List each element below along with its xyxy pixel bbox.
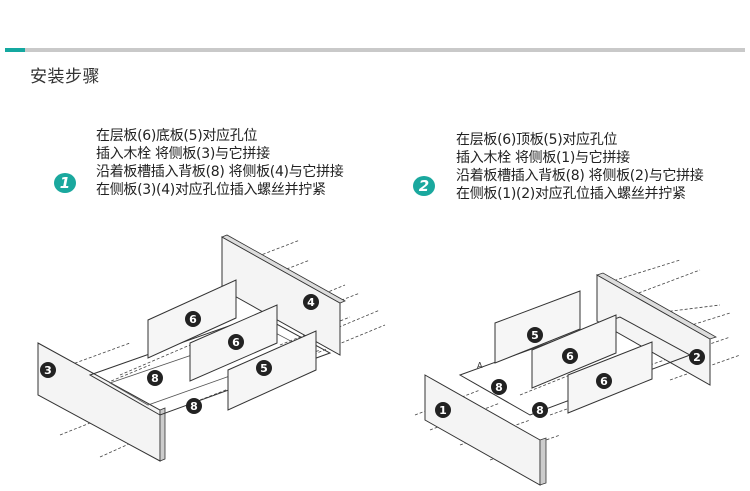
step-1-part-callout-3: 3 — [40, 362, 56, 378]
svg-text:5: 5 — [260, 362, 268, 375]
svg-text:2: 2 — [693, 351, 701, 364]
step-2-line-1: 在层板(6)顶板(5)对应孔位 — [456, 132, 618, 148]
step-2-part-callout-6b: 6 — [596, 373, 612, 389]
step-2-note-a: A — [477, 361, 483, 370]
step-2-part-callout-1: 1 — [435, 402, 451, 418]
step-1-part-callout-5: 5 — [256, 360, 272, 376]
step-1-badge: 1 — [53, 172, 76, 193]
step-2-part-callout-8b: 8 — [532, 402, 548, 418]
step-2-line-4: 在侧板(1)(2)对应孔位插入螺丝并拧紧 — [456, 186, 686, 202]
svg-text:6: 6 — [600, 375, 608, 388]
header-divider — [5, 48, 745, 52]
svg-text:6: 6 — [232, 336, 240, 349]
step-1-instructions: 在层板(6)底板(5)对应孔位 插入木栓 将侧板(3)与它拼接 沿着板槽插入背板… — [96, 127, 344, 199]
step-2-badge: 2 — [412, 175, 435, 196]
svg-text:3: 3 — [44, 364, 52, 377]
svg-text:8: 8 — [495, 381, 503, 394]
step-2-part-callout-2: 2 — [689, 349, 705, 365]
step-1-part-callout-6b: 6 — [228, 334, 244, 350]
header-accent — [5, 48, 25, 52]
step-1-assembly-diagram: 3 4 6 6 5 8 8 — [37, 234, 386, 462]
step-2-assembly-diagram: A 5 6 6 2 8 8 1 — [414, 259, 741, 486]
step-2-instructions: 在层板(6)顶板(5)对应孔位 插入木栓 将侧板(1)与它拼接 沿着板槽插入背板… — [456, 131, 704, 203]
svg-text:4: 4 — [307, 296, 315, 309]
svg-text:1: 1 — [439, 404, 447, 417]
step-1-part-callout-6a: 6 — [185, 311, 201, 327]
panel-5-top — [494, 290, 581, 364]
svg-text:8: 8 — [151, 372, 159, 385]
step-2-line-3: 沿着板槽插入背板(8) 将侧板(2)与它拼接 — [456, 168, 704, 184]
step-2-line-2: 插入木栓 将侧板(1)与它拼接 — [456, 150, 630, 166]
svg-text:5: 5 — [531, 329, 539, 342]
svg-text:8: 8 — [190, 400, 198, 413]
step-1-number: 1 — [60, 174, 70, 192]
step-1-part-callout-8b: 8 — [186, 398, 202, 414]
step-2-part-callout-6a: 6 — [562, 348, 578, 364]
svg-text:6: 6 — [566, 350, 574, 363]
step-2-part-callout-5: 5 — [527, 327, 543, 343]
section-title: 安装步骤 — [30, 67, 100, 87]
step-1-line-2: 插入木栓 将侧板(3)与它拼接 — [96, 146, 270, 162]
step-1-line-3: 沿着板槽插入背板(8) 将侧板(4)与它拼接 — [96, 164, 344, 180]
step-1-part-callout-8a: 8 — [147, 370, 163, 386]
panel-3-side — [37, 342, 161, 462]
step-2-part-callout-8a: 8 — [491, 379, 507, 395]
panel-5-bottom — [227, 330, 317, 411]
step-1-line-1: 在层板(6)底板(5)对应孔位 — [96, 128, 258, 144]
step-1-part-callout-4: 4 — [303, 294, 319, 310]
panel-1-side — [424, 374, 541, 486]
svg-text:8: 8 — [536, 404, 544, 417]
step-1-line-4: 在侧板(3)(4)对应孔位插入螺丝并拧紧 — [96, 182, 326, 198]
svg-text:6: 6 — [189, 313, 197, 326]
step-2-number: 2 — [419, 177, 429, 195]
